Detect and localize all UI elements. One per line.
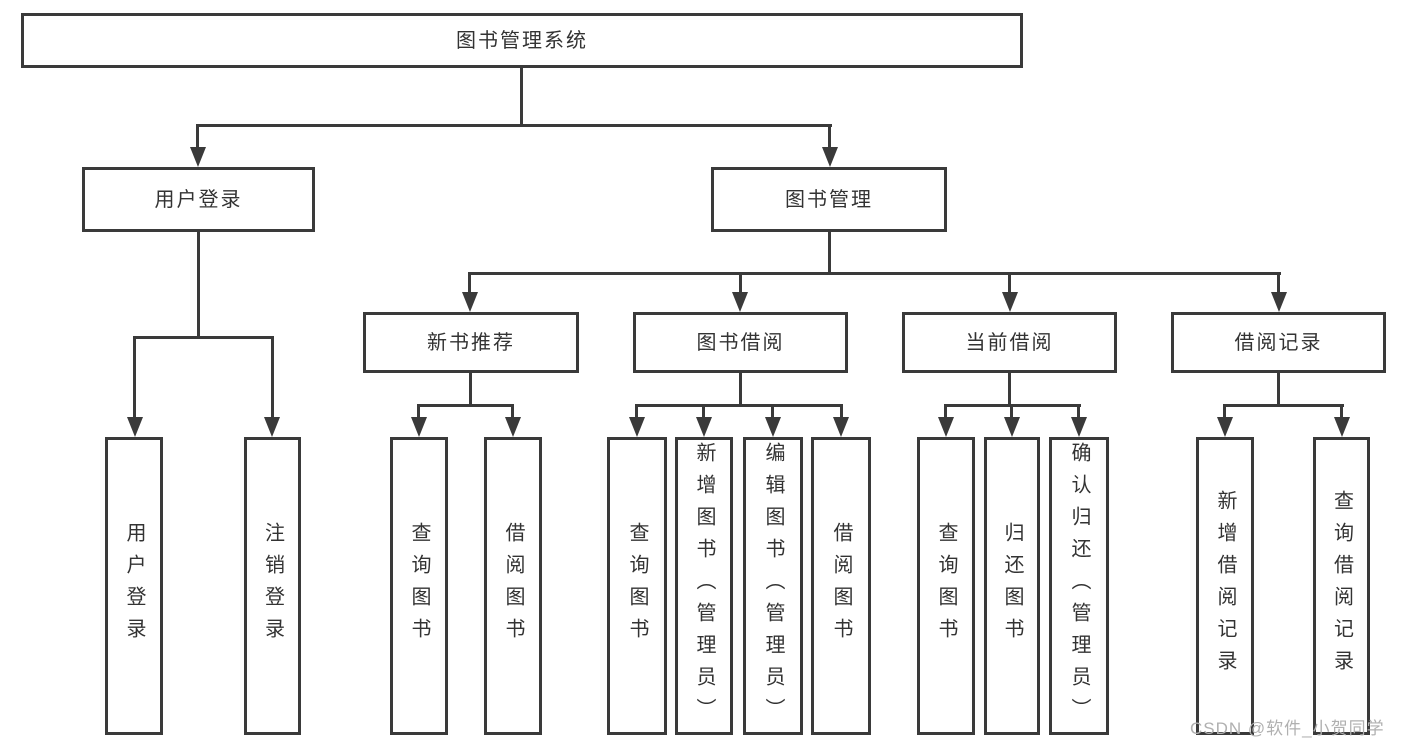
connector-line xyxy=(511,404,514,419)
arrow-down-icon xyxy=(190,147,206,167)
arrow-down-icon xyxy=(264,417,280,437)
connector-line xyxy=(133,336,274,339)
arrow-down-icon xyxy=(1004,417,1020,437)
arrow-down-icon xyxy=(1002,292,1018,312)
node-label: 归还图书 xyxy=(1001,522,1023,650)
connector-line xyxy=(828,232,831,275)
node-label: 查询图书 xyxy=(626,522,648,650)
node-borrow-records: 借阅记录 xyxy=(1171,312,1386,373)
connector-line xyxy=(739,373,742,407)
arrow-down-icon xyxy=(505,417,521,437)
node-root: 图书管理系统 xyxy=(21,13,1023,68)
connector-line xyxy=(417,404,420,419)
connector-line xyxy=(417,404,514,407)
arrow-down-icon xyxy=(629,417,645,437)
connector-line xyxy=(828,124,831,148)
connector-line xyxy=(1223,404,1226,419)
leaf-logout: 注销登录 xyxy=(244,437,301,735)
leaf-edit-book-admin: 编辑图书（管理员） xyxy=(743,437,803,735)
arrow-down-icon xyxy=(1217,417,1233,437)
node-label: 图书管理系统 xyxy=(456,29,588,52)
node-label: 图书借阅 xyxy=(696,331,785,354)
node-label: 新书推荐 xyxy=(427,331,515,354)
node-current-borrow: 当前借阅 xyxy=(902,312,1117,373)
connector-line xyxy=(197,232,200,339)
connector-line xyxy=(1340,404,1343,419)
leaf-borrow-books-borrow: 借阅图书 xyxy=(811,437,871,735)
arrow-down-icon xyxy=(127,417,143,437)
leaf-query-books-recommend: 查询图书 xyxy=(390,437,448,735)
node-book-management: 图书管理 xyxy=(711,167,947,232)
connector-line xyxy=(1277,272,1280,294)
connector-line xyxy=(1008,373,1011,407)
node-label: 用户登录 xyxy=(154,188,243,211)
connector-line xyxy=(196,124,199,148)
connector-line xyxy=(1277,373,1280,407)
arrow-down-icon xyxy=(938,417,954,437)
connector-line xyxy=(739,272,742,294)
leaf-confirm-return-admin: 确认归还（管理员） xyxy=(1049,437,1109,735)
node-label: 新增图书（管理员） xyxy=(693,442,715,730)
connector-line xyxy=(840,404,843,419)
connector-line xyxy=(1223,404,1344,407)
arrow-down-icon xyxy=(822,147,838,167)
node-label: 当前借阅 xyxy=(965,331,1054,354)
arrow-down-icon xyxy=(765,417,781,437)
connector-line xyxy=(944,404,947,419)
leaf-query-borrow-record: 查询借阅记录 xyxy=(1313,437,1370,735)
node-label: 借阅记录 xyxy=(1234,331,1323,354)
connector-line xyxy=(771,404,774,419)
connector-line xyxy=(468,272,471,294)
connector-line xyxy=(468,272,1281,275)
leaf-query-books-borrow: 查询图书 xyxy=(607,437,667,735)
leaf-borrow-books-recommend: 借阅图书 xyxy=(484,437,542,735)
node-book-borrow: 图书借阅 xyxy=(633,312,848,373)
arrow-down-icon xyxy=(732,292,748,312)
connector-line xyxy=(635,404,638,419)
watermark: CSDN @软件_小贺同学 xyxy=(1190,719,1385,738)
connector-line xyxy=(1010,404,1013,419)
node-label: 确认归还（管理员） xyxy=(1068,442,1090,730)
connector-line xyxy=(520,68,523,127)
node-label: 借阅图书 xyxy=(502,522,524,650)
node-label: 借阅图书 xyxy=(830,522,852,650)
leaf-add-book-admin: 新增图书（管理员） xyxy=(675,437,733,735)
connector-line xyxy=(1008,272,1011,294)
node-label: 新增借阅记录 xyxy=(1214,490,1236,682)
arrow-down-icon xyxy=(696,417,712,437)
arrow-down-icon xyxy=(462,292,478,312)
arrow-down-icon xyxy=(1334,417,1350,437)
connector-line xyxy=(196,124,832,127)
arrow-down-icon xyxy=(833,417,849,437)
leaf-query-books-current: 查询图书 xyxy=(917,437,975,735)
node-new-book-recommend: 新书推荐 xyxy=(363,312,579,373)
node-user-login: 用户登录 xyxy=(82,167,315,232)
node-label: 查询图书 xyxy=(935,522,957,650)
connector-line xyxy=(271,336,274,418)
node-label: 编辑图书（管理员） xyxy=(762,442,784,730)
connector-line xyxy=(702,404,705,419)
connector-line xyxy=(469,373,472,407)
node-label: 查询图书 xyxy=(408,522,430,650)
node-label: 注销登录 xyxy=(261,522,284,650)
node-label: 用户登录 xyxy=(123,522,145,650)
node-label: 图书管理 xyxy=(785,188,873,211)
arrow-down-icon xyxy=(1271,292,1287,312)
leaf-return-book: 归还图书 xyxy=(984,437,1040,735)
arrow-down-icon xyxy=(411,417,427,437)
node-label: 查询借阅记录 xyxy=(1330,490,1353,682)
leaf-user-login: 用户登录 xyxy=(105,437,163,735)
leaf-add-borrow-record: 新增借阅记录 xyxy=(1196,437,1254,735)
connector-line xyxy=(133,336,136,418)
connector-line xyxy=(635,404,843,407)
arrow-down-icon xyxy=(1071,417,1087,437)
connector-line xyxy=(1077,404,1080,419)
